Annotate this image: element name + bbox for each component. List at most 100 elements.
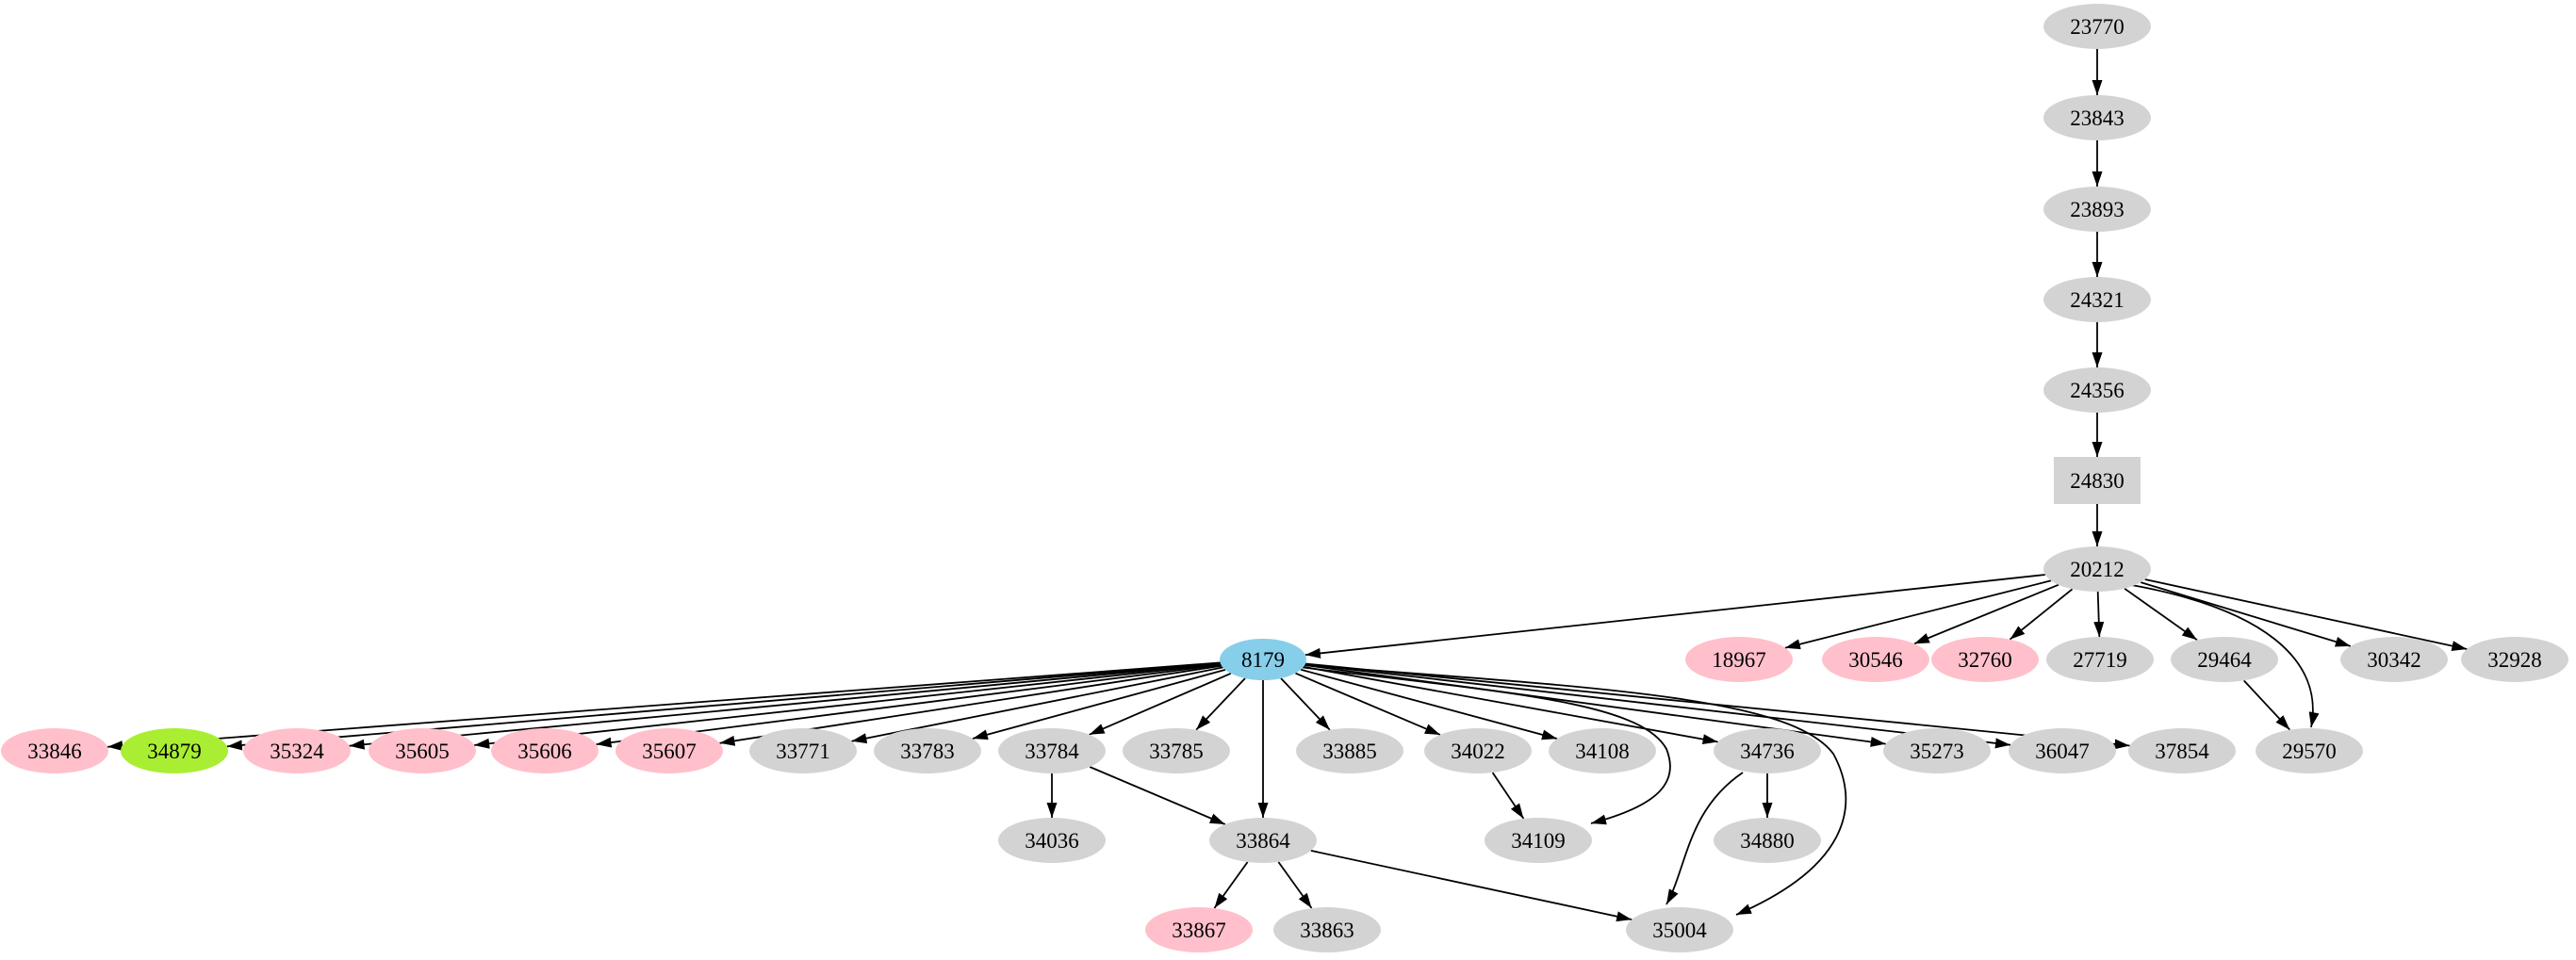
node-ellipse <box>2043 546 2151 592</box>
node-label: 33783 <box>900 740 955 763</box>
node-label: 24830 <box>2070 469 2125 493</box>
node-33867: 33867 <box>1145 907 1253 952</box>
node-18967: 18967 <box>1685 637 1793 682</box>
edge-8179-33785 <box>1195 677 1246 731</box>
node-box <box>2054 457 2141 504</box>
node-ellipse <box>1685 637 1793 682</box>
node-34736: 34736 <box>1714 728 1821 773</box>
edge-33784-33864 <box>1089 766 1226 825</box>
node-label: 33864 <box>1236 829 1290 853</box>
node-ellipse <box>615 728 723 773</box>
node-32760: 32760 <box>1931 637 2039 682</box>
node-34022: 34022 <box>1424 728 1532 773</box>
node-label: 35273 <box>1910 740 1964 763</box>
node-35605: 35605 <box>369 728 476 773</box>
node-33885: 33885 <box>1296 728 1403 773</box>
node-27719: 27719 <box>2046 637 2154 682</box>
node-24830: 24830 <box>2054 457 2141 504</box>
node-label: 18967 <box>1712 648 1766 672</box>
node-33846: 33846 <box>1 728 108 773</box>
node-ellipse <box>1931 637 2039 682</box>
node-ellipse <box>2043 187 2151 232</box>
node-ellipse <box>491 728 599 773</box>
edge-8179-33771 <box>851 666 1223 744</box>
node-label: 34022 <box>1451 740 1505 763</box>
node-34109: 34109 <box>1485 818 1592 863</box>
graph-nodes: 23770 23843 23893 24321 24356 24830 20212 8179 1… <box>1 4 2568 952</box>
node-ellipse <box>2128 728 2236 773</box>
node-ellipse <box>243 728 351 773</box>
node-36047: 36047 <box>2009 728 2116 773</box>
node-33785: 33785 <box>1123 728 1230 773</box>
node-34036: 34036 <box>998 818 1106 863</box>
node-ellipse <box>749 728 857 773</box>
node-label: 34036 <box>1025 829 1079 853</box>
edge-8179-33885 <box>1280 677 1331 731</box>
node-label: 32760 <box>1958 648 2012 672</box>
node-24321: 24321 <box>2043 277 2151 322</box>
node-35004: 35004 <box>1626 907 1733 952</box>
node-35606: 35606 <box>491 728 599 773</box>
node-ellipse <box>1883 728 1991 773</box>
node-33783: 33783 <box>874 728 981 773</box>
node-ellipse <box>998 728 1106 773</box>
edge-20212-32760 <box>2009 588 2074 641</box>
node-label: 34109 <box>1511 829 1566 853</box>
edge-8179-33783 <box>972 669 1226 740</box>
node-label: 33771 <box>776 740 830 763</box>
node-ellipse <box>1209 818 1317 863</box>
node-ellipse <box>874 728 981 773</box>
node-ellipse <box>2046 637 2154 682</box>
node-label: 8179 <box>1241 648 1285 672</box>
node-label: 23893 <box>2070 198 2125 221</box>
edge-34022-34109 <box>1491 772 1525 820</box>
node-24356: 24356 <box>2043 367 2151 413</box>
edge-20212-29570 <box>2125 583 2320 728</box>
node-29464: 29464 <box>2171 637 2278 682</box>
node-ellipse <box>1822 637 1929 682</box>
edge-8179-34022 <box>1295 672 1441 736</box>
node-34879: 34879 <box>121 728 228 773</box>
node-label: 20212 <box>2070 558 2125 581</box>
node-33863: 33863 <box>1273 907 1381 952</box>
edge-29464-29570 <box>2243 679 2290 731</box>
edge-8179-36047 <box>1304 663 2011 749</box>
node-label: 36047 <box>2035 740 2090 763</box>
node-label: 35004 <box>1652 919 1707 942</box>
node-ellipse <box>1123 728 1230 773</box>
node-ellipse <box>1714 728 1821 773</box>
node-ellipse <box>2009 728 2116 773</box>
node-label: 35607 <box>642 740 697 763</box>
node-label: 35605 <box>395 740 450 763</box>
edge-8179-34736 <box>1303 665 1718 745</box>
node-label: 33867 <box>1172 919 1226 942</box>
node-label: 27719 <box>2073 648 2127 672</box>
node-ellipse <box>2340 637 2448 682</box>
node-ellipse <box>121 728 228 773</box>
node-label: 33863 <box>1300 919 1354 942</box>
node-label: 35324 <box>270 740 324 763</box>
node-34880: 34880 <box>1714 818 1821 863</box>
node-23843: 23843 <box>2043 95 2151 140</box>
node-label: 29464 <box>2197 648 2252 672</box>
node-ellipse <box>2043 95 2151 140</box>
node-ellipse <box>1714 818 1821 863</box>
edge-20212-27719 <box>2093 591 2105 638</box>
edge-20212-29464 <box>2124 587 2198 642</box>
edge-8179-35606 <box>596 663 1222 748</box>
node-34108: 34108 <box>1549 728 1656 773</box>
edge-33864-33863 <box>1277 861 1313 909</box>
node-ellipse <box>1 728 108 773</box>
node-label: 23843 <box>2070 106 2125 130</box>
node-label: 23770 <box>2070 15 2125 39</box>
node-ellipse <box>1626 907 1733 952</box>
node-33784: 33784 <box>998 728 1106 773</box>
edge-33864-35004 <box>1310 850 1633 922</box>
node-label: 29570 <box>2282 740 2337 763</box>
node-ellipse <box>1273 907 1381 952</box>
node-ellipse <box>2256 728 2363 773</box>
node-23770: 23770 <box>2043 4 2151 49</box>
node-29570: 29570 <box>2256 728 2363 773</box>
node-ellipse <box>2043 277 2151 322</box>
edge-8179-35605 <box>474 663 1222 749</box>
